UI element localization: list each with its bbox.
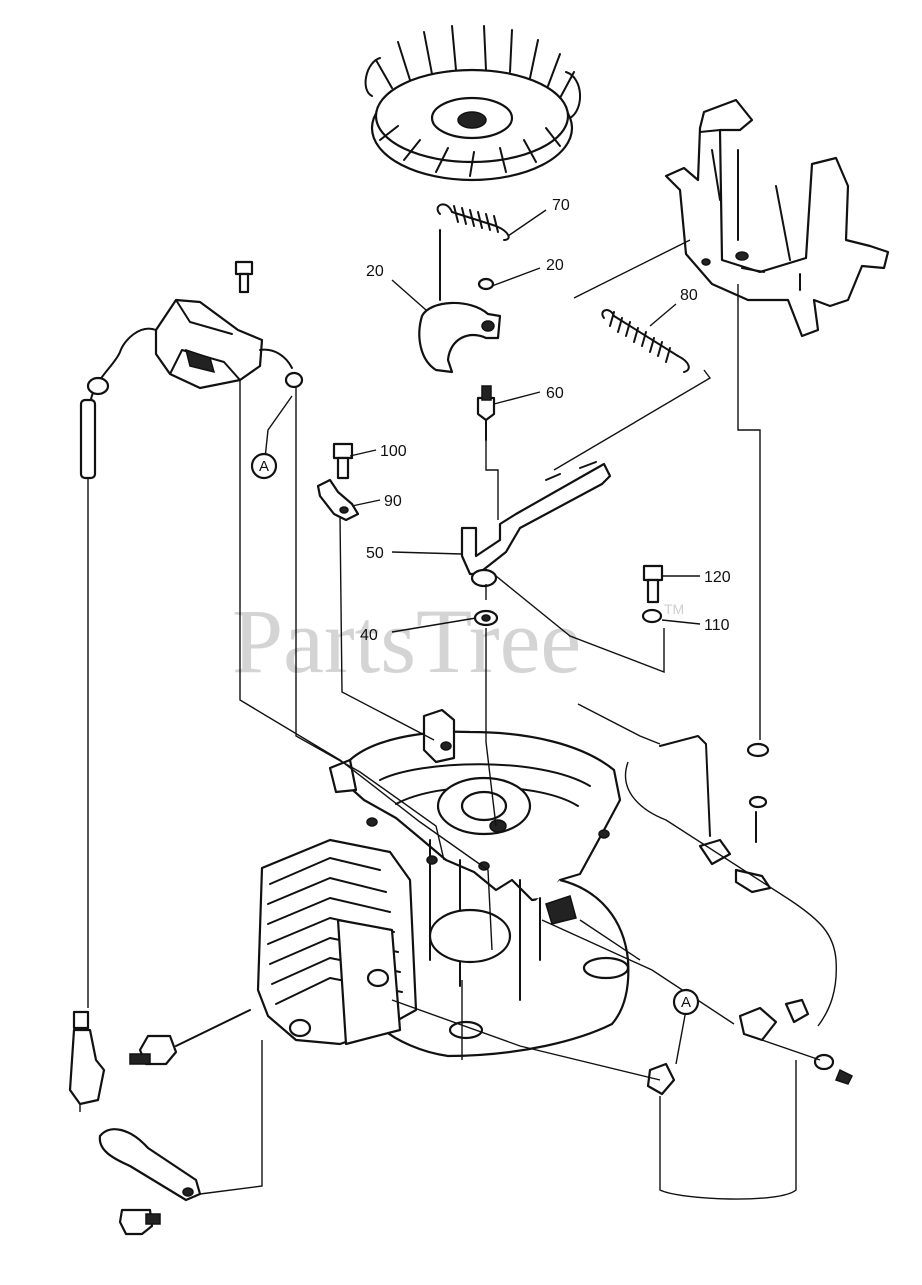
- stop-switch[interactable]: [624, 735, 838, 1027]
- watermark-text: PartsTree: [232, 590, 581, 692]
- lever-washer[interactable]: [470, 568, 498, 588]
- callout-40: 40: [360, 627, 378, 644]
- brake-shoe[interactable]: [418, 229, 502, 374]
- callout-70: 70: [552, 197, 570, 214]
- washer-20[interactable]: [477, 277, 495, 291]
- svg-text:A: A: [681, 994, 691, 1011]
- choke-lever[interactable]: [98, 1128, 202, 1236]
- wire-connector[interactable]: [646, 998, 854, 1200]
- callout-110: 110: [704, 617, 730, 634]
- ignition-coil[interactable]: [79, 260, 304, 480]
- callout-80: 80: [680, 287, 698, 304]
- callout-60: 60: [546, 385, 564, 402]
- callout-120: 120: [704, 569, 731, 586]
- svg-text:A: A: [259, 458, 269, 475]
- cylinder-head[interactable]: [256, 838, 418, 1046]
- bolt-120[interactable]: [642, 564, 664, 604]
- bracket-90[interactable]: [316, 478, 360, 522]
- engine-block[interactable]: [328, 708, 630, 1058]
- callout-20-shoe: 20: [366, 263, 384, 280]
- guide-lines: [79, 239, 821, 1195]
- watermark-trademark: TM: [664, 601, 684, 617]
- bolt-100[interactable]: [332, 442, 354, 480]
- flywheel[interactable]: [364, 25, 582, 182]
- callout-20-washer: 20: [546, 257, 564, 274]
- connector-a-left: A: [250, 452, 278, 480]
- connector-a-right: A: [672, 988, 700, 1016]
- spark-plug-cap[interactable]: [68, 1010, 106, 1106]
- spring-80[interactable]: [601, 309, 690, 373]
- control-lever[interactable]: [460, 461, 612, 576]
- spark-plug[interactable]: [129, 1009, 251, 1066]
- stud-60[interactable]: [476, 385, 496, 441]
- callout-90: 90: [384, 493, 402, 510]
- callout-50: 50: [366, 545, 384, 562]
- spring-70[interactable]: [436, 203, 510, 241]
- washer-110[interactable]: [641, 608, 663, 624]
- callout-100: 100: [380, 443, 407, 460]
- control-bracket[interactable]: [664, 98, 890, 338]
- callout-leaders: [263, 209, 701, 1065]
